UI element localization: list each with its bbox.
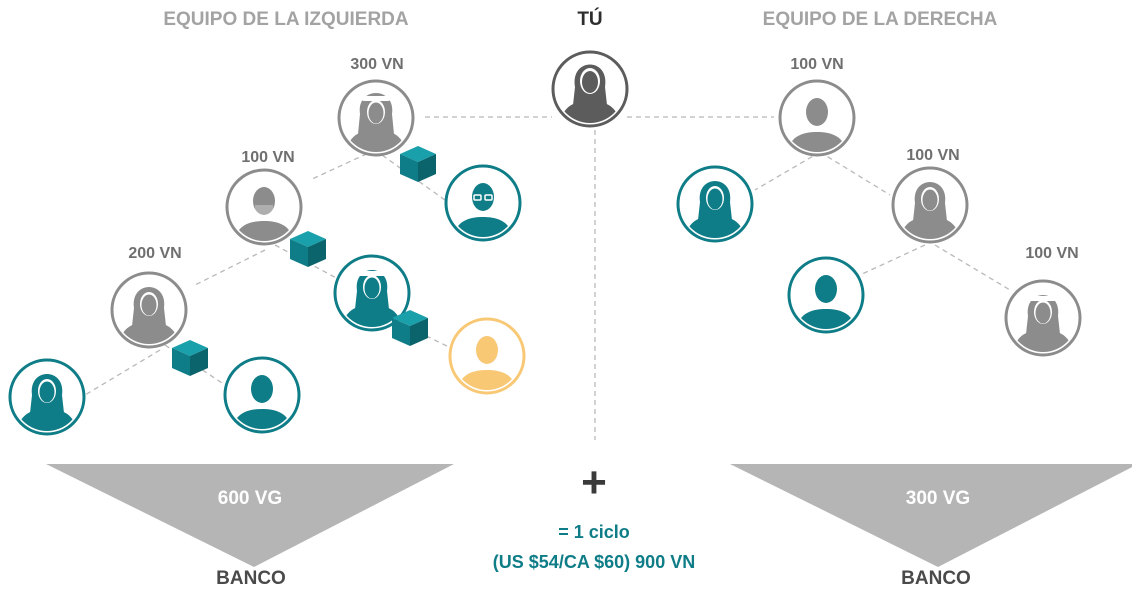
left-mid-volume-label: 100 VN [241, 149, 294, 166]
right-teal-member-1-avatar-icon [676, 165, 754, 243]
right-top-volume-label: 100 VN [790, 56, 843, 73]
right-low-volume-label: 100 VN [1025, 245, 1078, 262]
package-box-icon [290, 231, 326, 267]
left-teal-member-2-avatar-icon [333, 254, 411, 332]
left-mid-member-avatar-icon [225, 168, 303, 246]
right-volume-funnel [730, 464, 1132, 567]
cycle-value-label: (US $54/CA $60) 900 VN [493, 552, 695, 572]
package-box-icon [172, 340, 208, 376]
right-mid-member-avatar-icon [891, 166, 969, 244]
right-volume-funnel-label: 300 VG [906, 488, 970, 509]
left-top-volume-label: 300 VN [350, 56, 403, 73]
left-teal-member-1-avatar-icon [444, 164, 522, 242]
left-volume-funnel [46, 464, 454, 567]
left-new-member-avatar-icon [448, 317, 526, 395]
right-teal-member-2-avatar-icon [787, 256, 865, 334]
left-bank-label: BANCO [216, 568, 286, 589]
right-bank-label: BANCO [901, 568, 971, 589]
left-teal-member-4-avatar-icon [223, 356, 301, 434]
right-top-member-avatar-icon [778, 79, 856, 157]
package-box-icon [400, 146, 436, 182]
right-team-header: EQUIPO DE LA DERECHA [763, 9, 998, 30]
right-mid-volume-label: 100 VN [906, 147, 959, 164]
package-box-icon [392, 310, 428, 346]
right-low-member-avatar-icon [1004, 279, 1082, 357]
left-team-header: EQUIPO DE LA IZQUIERDA [163, 9, 409, 30]
left-low-volume-label: 200 VN [128, 245, 181, 262]
left-teal-member-3-avatar-icon [8, 358, 86, 436]
you-header: TÚ [577, 8, 602, 30]
left-low-member-avatar-icon [110, 271, 188, 349]
cycle-label: = 1 ciclo [558, 522, 630, 542]
you-avatar-icon [551, 50, 629, 128]
left-top-member-avatar-icon [337, 79, 415, 157]
plus-sign: + [581, 458, 607, 507]
left-volume-funnel-label: 600 VG [218, 488, 282, 509]
